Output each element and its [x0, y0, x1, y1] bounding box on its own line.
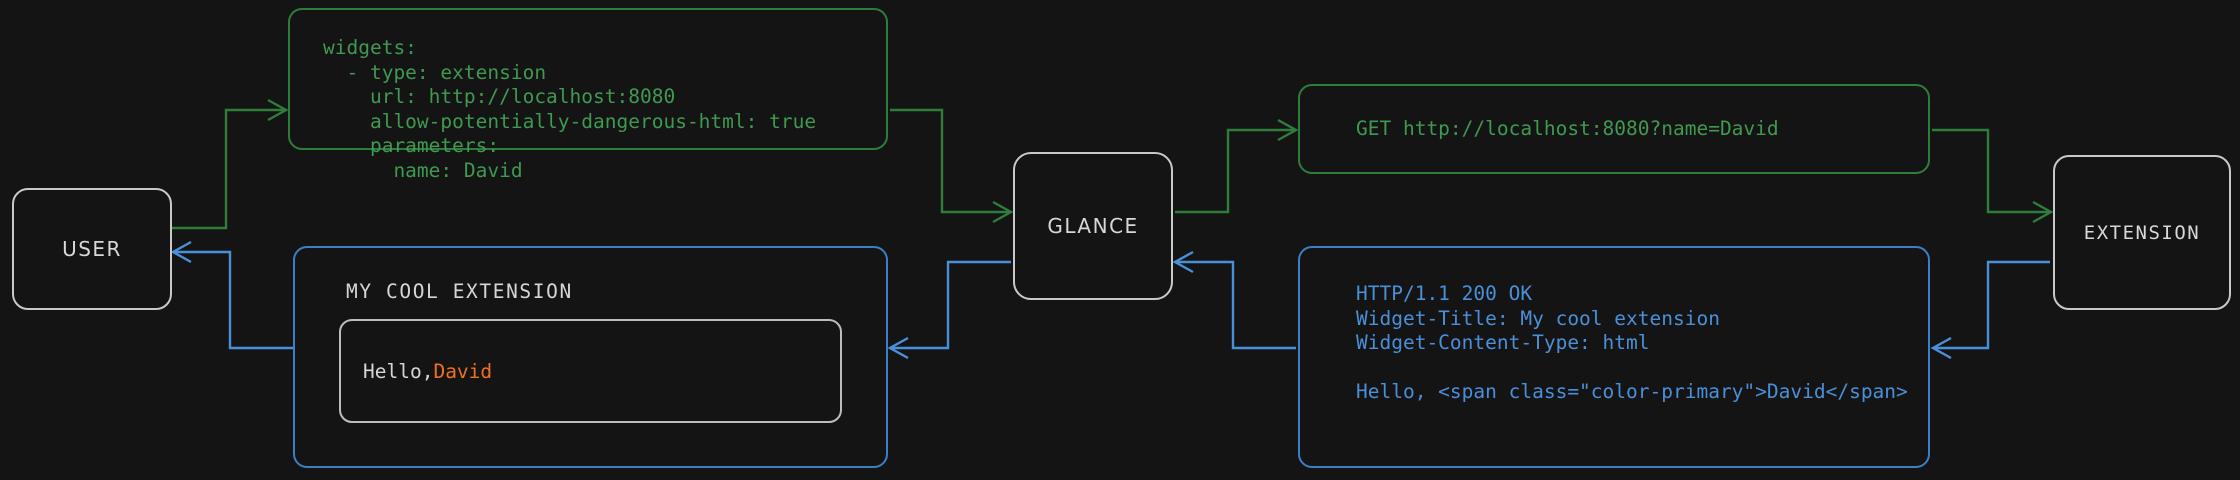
edge-yaml-to-glance: [890, 108, 1014, 224]
edge-request-to-extension: [1932, 128, 2054, 224]
widget-preview-content: Hello, David: [339, 319, 842, 423]
edge-widget-to-user: [170, 240, 293, 350]
yaml-config-text: widgets: - type: extension url: http://l…: [323, 36, 817, 182]
widget-preview-box: MY COOL EXTENSION Hello, David: [293, 246, 888, 468]
widget-preview-title: MY COOL EXTENSION: [346, 280, 573, 303]
edge-glance-to-widget: [887, 260, 1011, 360]
node-user-label: USER: [62, 237, 122, 261]
http-response-text: HTTP/1.1 200 OK Widget-Title: My cool ex…: [1356, 282, 1908, 404]
widget-name-value: David: [433, 359, 493, 383]
node-extension[interactable]: EXTENSION: [2053, 155, 2231, 310]
edge-glance-to-request: [1175, 118, 1299, 214]
node-user[interactable]: USER: [12, 188, 172, 310]
node-glance[interactable]: GLANCE: [1013, 152, 1173, 300]
node-extension-label: EXTENSION: [2083, 221, 2201, 244]
http-response-box: HTTP/1.1 200 OK Widget-Title: My cool ex…: [1298, 246, 1930, 468]
edge-user-to-yaml: [172, 98, 289, 230]
yaml-config-box: widgets: - type: extension url: http://l…: [288, 8, 888, 182]
node-glance-label: GLANCE: [1047, 214, 1139, 238]
edge-response-to-glance: [1172, 250, 1296, 350]
http-request-box: GET http://localhost:8080?name=David: [1298, 84, 1930, 174]
edge-extension-to-response: [1930, 260, 2050, 360]
widget-greeting-text: Hello,: [363, 359, 434, 383]
http-request-text: GET http://localhost:8080?name=David: [1356, 116, 1779, 140]
